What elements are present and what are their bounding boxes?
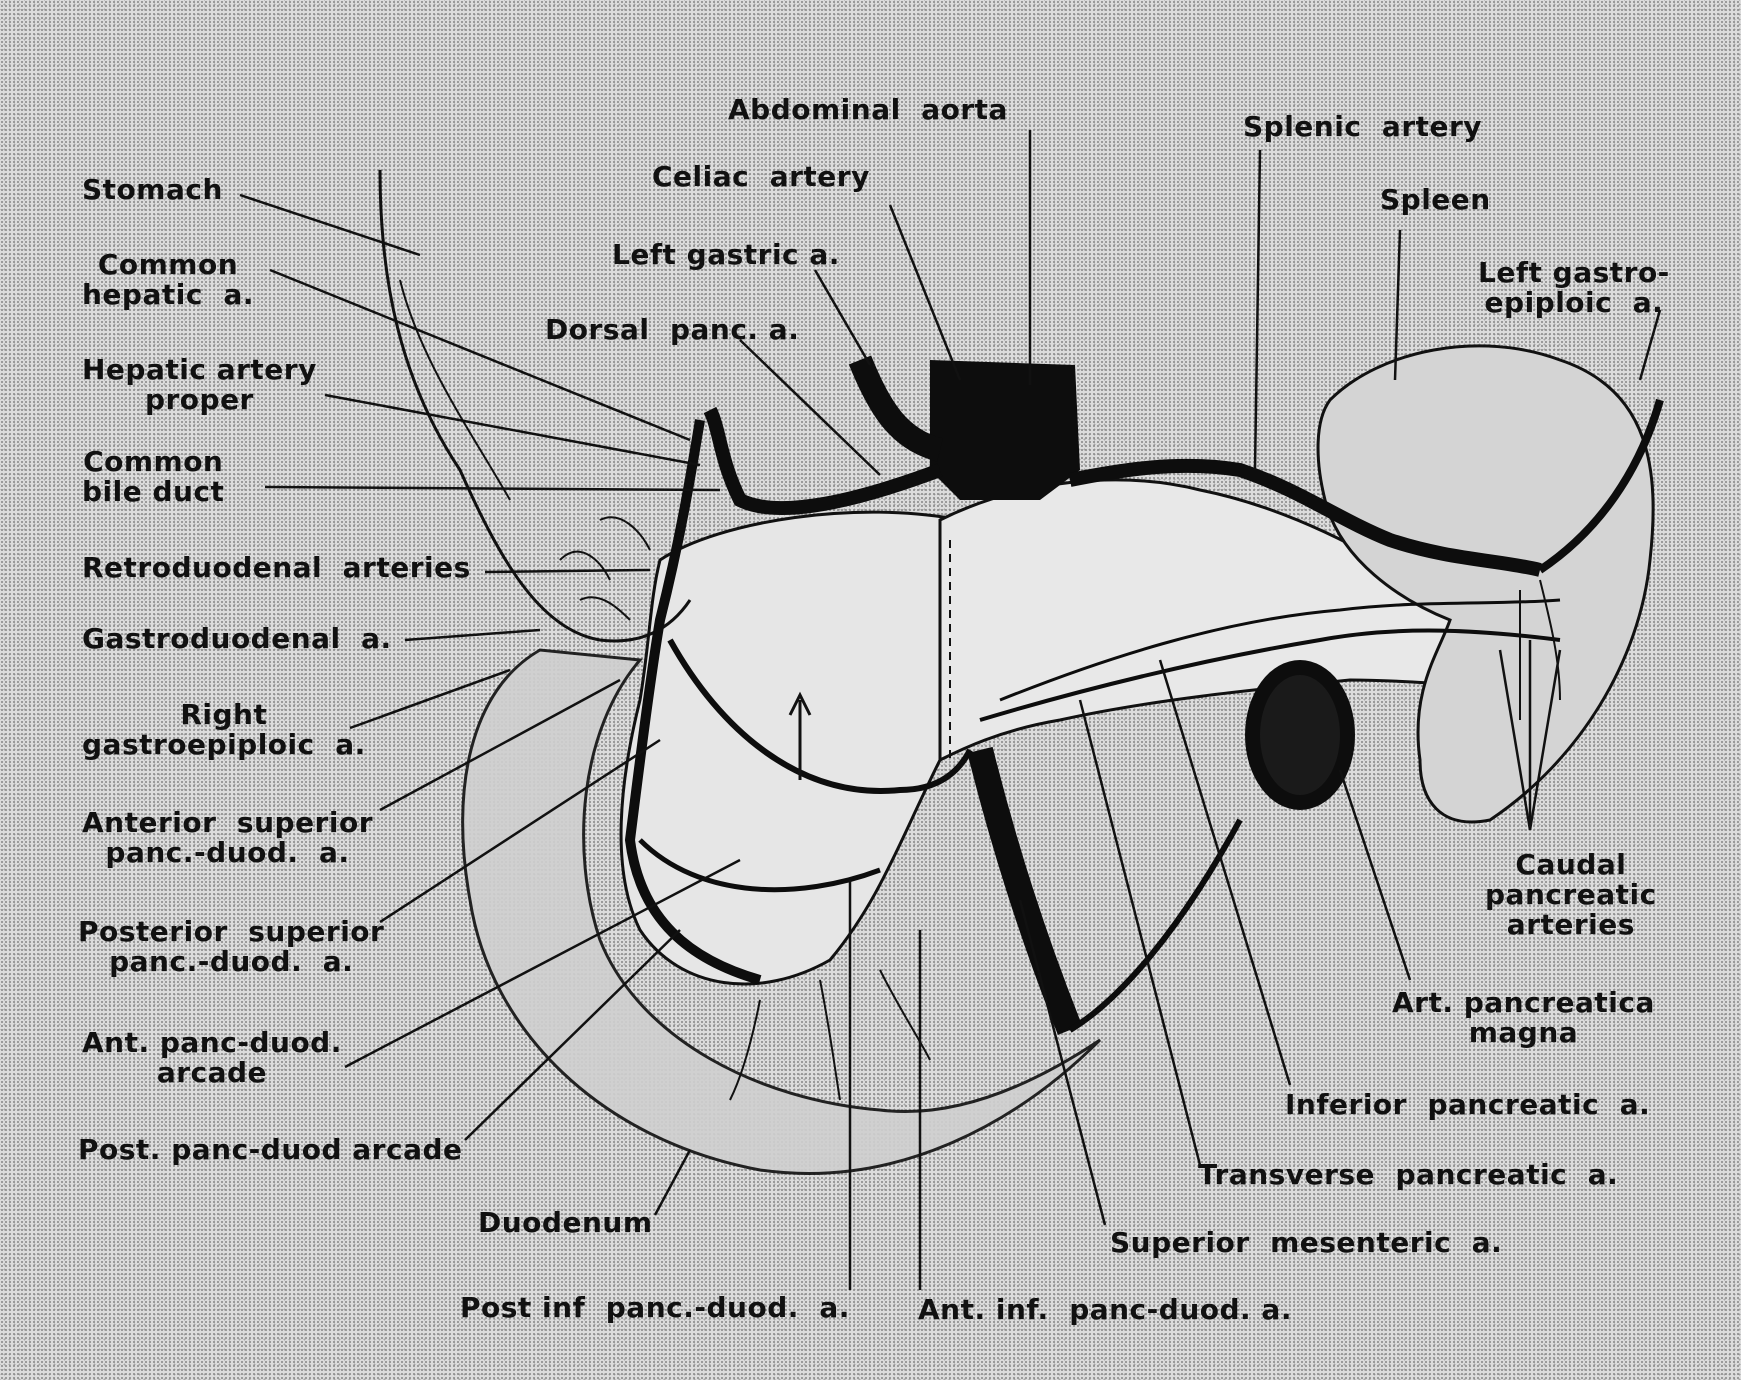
label-common-hepatic: Common hepatic a.: [82, 250, 254, 310]
label-left-gastroepiploic: Left gastro- epiploic a.: [1478, 258, 1670, 318]
label-transverse-pancreatic: Transverse pancreatic a.: [1198, 1160, 1618, 1190]
label-ant-panc-duod-arcade: Ant. panc-duod. arcade: [82, 1028, 342, 1088]
label-post-panc-duod-arcade: Post. panc-duod arcade: [78, 1135, 463, 1165]
label-anterior-superior: Anterior superior panc.-duod. a.: [82, 808, 373, 868]
label-caudal-pancreatic: Caudal pancreatic arteries: [1485, 850, 1657, 940]
label-common-bile-duct: Common bile duct: [82, 447, 224, 507]
label-duodenum: Duodenum: [478, 1208, 653, 1238]
label-right-gastroepiploic: Right gastroepiploic a.: [82, 700, 366, 760]
aorta-trunk: [930, 360, 1080, 500]
label-splenic-artery: Splenic artery: [1243, 112, 1482, 142]
label-art-pancreatica-magna: Art. pancreatica magna: [1392, 988, 1655, 1048]
label-spleen: Spleen: [1380, 185, 1491, 215]
label-hepatic-artery-proper: Hepatic artery proper: [82, 355, 317, 415]
label-posterior-superior: Posterior superior panc.-duod. a.: [78, 917, 384, 977]
superior-mesenteric-vessel: [980, 750, 1070, 1030]
label-inferior-pancreatic: Inferior pancreatic a.: [1285, 1090, 1650, 1120]
label-gastroduodenal: Gastroduodenal a.: [82, 624, 392, 654]
label-stomach: Stomach: [82, 175, 223, 205]
label-retroduodenal-arteries: Retroduodenal arteries: [82, 553, 471, 583]
label-superior-mesenteric: Superior mesenteric a.: [1110, 1228, 1502, 1258]
label-celiac-artery: Celiac artery: [652, 162, 870, 192]
label-left-gastric: Left gastric a.: [612, 240, 840, 270]
label-ant-inf-panc-duod: Ant. inf. panc-duod. a.: [918, 1295, 1292, 1325]
label-dorsal-panc: Dorsal panc. a.: [545, 315, 799, 345]
left-gastric-vessel: [860, 360, 940, 450]
label-abdominal-aorta: Abdominal aorta: [728, 95, 1008, 125]
label-post-inf-panc-duod: Post inf panc.-duod. a.: [460, 1293, 850, 1323]
